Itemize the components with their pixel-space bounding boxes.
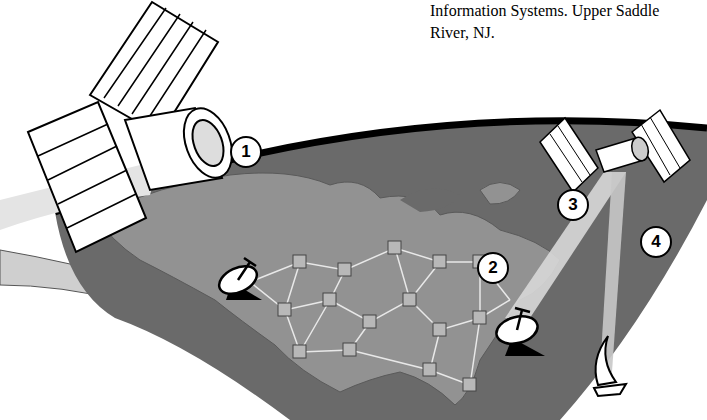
island bbox=[480, 183, 520, 205]
satellite bbox=[0, 2, 241, 252]
satellite bbox=[540, 110, 690, 192]
network-nodes bbox=[278, 241, 486, 391]
network-links bbox=[250, 248, 510, 385]
sailboat bbox=[594, 336, 626, 396]
hudson-bay bbox=[400, 189, 460, 212]
callout-number: 1 bbox=[233, 139, 259, 165]
callout-circle bbox=[231, 137, 671, 283]
source-note: Information Systems. Upper Saddle River,… bbox=[430, 0, 695, 44]
north-america-land bbox=[95, 173, 560, 405]
callout-number: 2 bbox=[480, 255, 506, 281]
callout-number: 4 bbox=[643, 229, 669, 255]
callout-number: 3 bbox=[560, 192, 586, 218]
satellite-dish bbox=[215, 258, 262, 300]
satellite-dish bbox=[493, 308, 545, 356]
